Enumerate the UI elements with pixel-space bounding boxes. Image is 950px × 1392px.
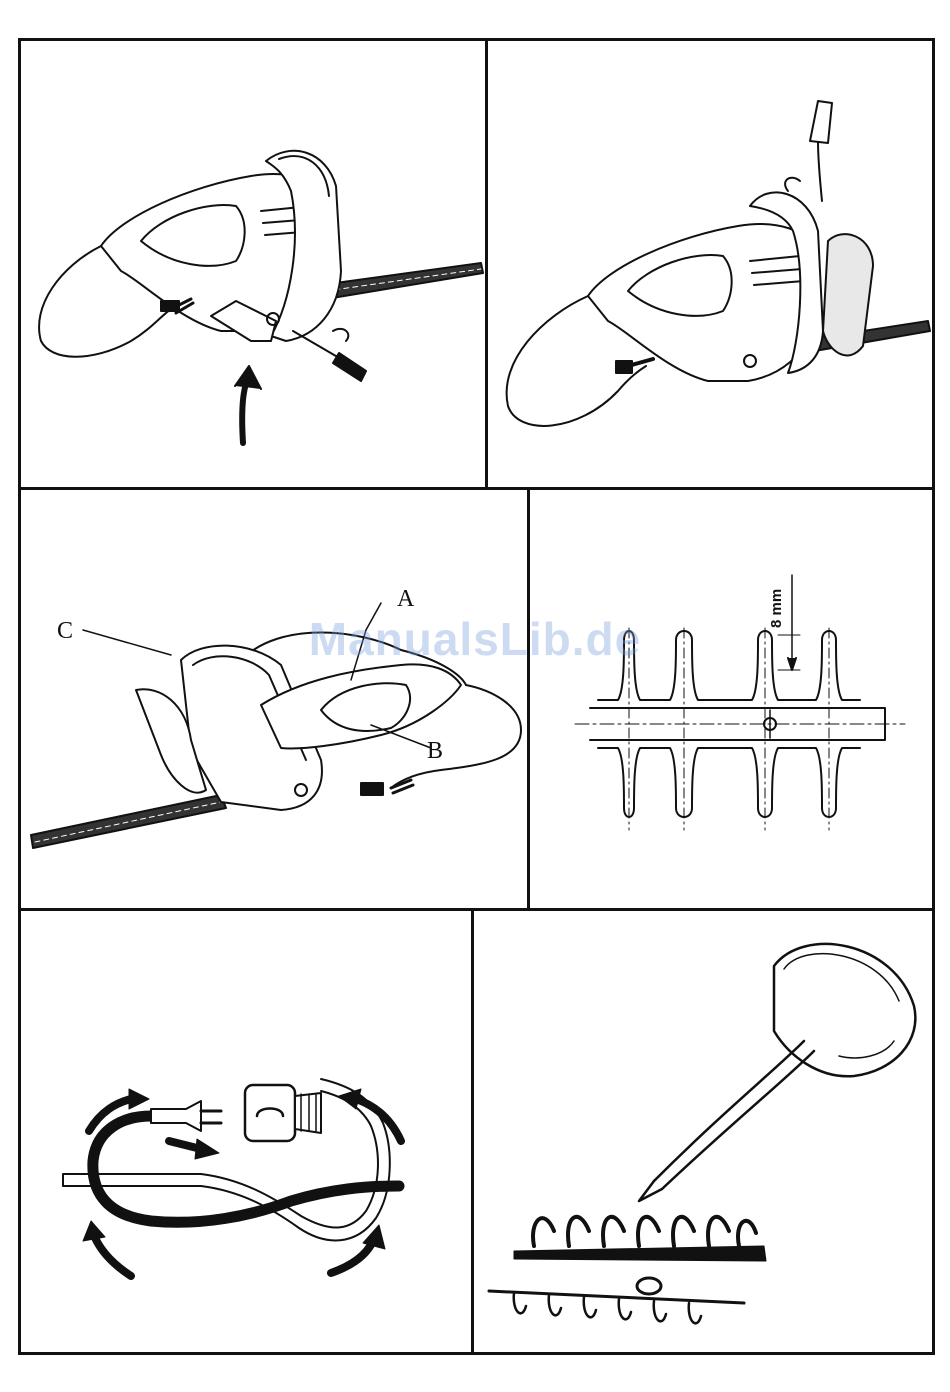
hedge-trimmer-guard-icon <box>488 41 935 490</box>
panel-trimmer-guard-removal <box>485 38 935 490</box>
hedge-trimmer-parts-icon <box>21 490 530 911</box>
panel-trimmer-parts: A B C <box>18 487 530 911</box>
dimension-label: 8 mm <box>768 589 785 628</box>
panel-blade-diagram: 8 mm <box>527 487 935 911</box>
panel-blade-oiling <box>471 908 935 1355</box>
panel-cord-loop <box>18 908 474 1355</box>
hedge-trimmer-screwdriver-icon <box>21 41 488 490</box>
label-a: A <box>397 586 414 613</box>
label-b: B <box>427 738 443 765</box>
panel-trimmer-disassembly <box>18 38 488 490</box>
oil-can-icon <box>474 911 935 1355</box>
label-c: C <box>57 618 73 645</box>
blade-teeth-diagram-icon <box>530 490 935 911</box>
cord-strain-relief-icon <box>21 911 474 1355</box>
